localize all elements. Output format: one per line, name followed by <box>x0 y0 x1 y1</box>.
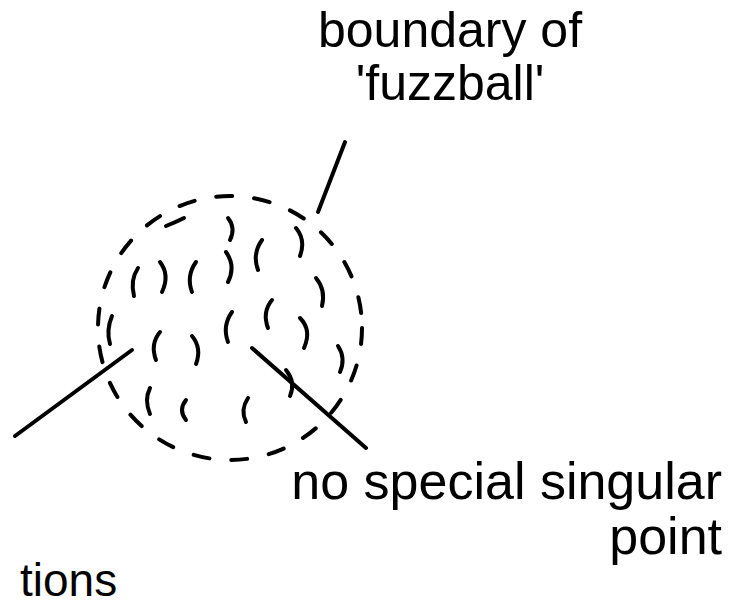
leader-line <box>15 350 132 436</box>
annotation-label: no special singular point <box>286 454 722 563</box>
fuzzball-boundary <box>98 196 362 460</box>
annotation-label: boundary of 'fuzzball' <box>280 4 620 109</box>
annotation-label: tions <box>20 556 220 604</box>
leader-line <box>252 348 366 448</box>
fuzz-strands <box>108 218 342 422</box>
leader-line <box>318 142 345 212</box>
